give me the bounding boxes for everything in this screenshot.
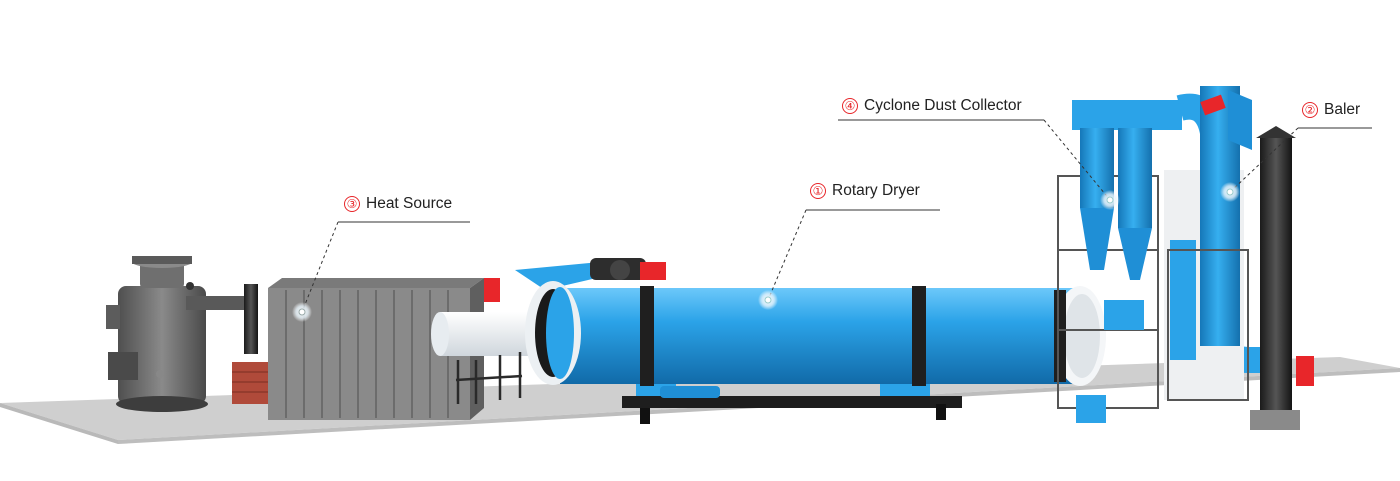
callout-text: Heat Source [366,195,453,212]
callout-number: ③ [344,196,360,212]
callout-heat-source: ③ Heat Source [344,194,452,214]
callout-rotary-dryer: ① Rotary Dryer [810,181,920,201]
callout-number: ① [810,183,826,199]
callout-text: Rotary Dryer [832,182,920,199]
floor-edge [0,403,118,444]
furnace [106,256,258,412]
brick-pier [232,362,270,404]
callout-baler: ② Baler [1302,100,1360,120]
callout-number: ② [1302,102,1318,118]
callout-text: Baler [1324,101,1361,118]
hotspots [292,182,1240,322]
callout-text: Cyclone Dust Collector [864,97,1022,114]
callout-cyclone-dust-collector: ④ Cyclone Dust Collector [842,96,1022,116]
feeder-frame [455,352,523,404]
rotary-dryer-drum [525,281,1106,386]
callout-number: ④ [842,98,858,114]
baler-tower [1164,86,1252,401]
leader-lines [301,119,1372,313]
inlet-pipe [431,312,536,356]
chimney [1250,126,1314,430]
